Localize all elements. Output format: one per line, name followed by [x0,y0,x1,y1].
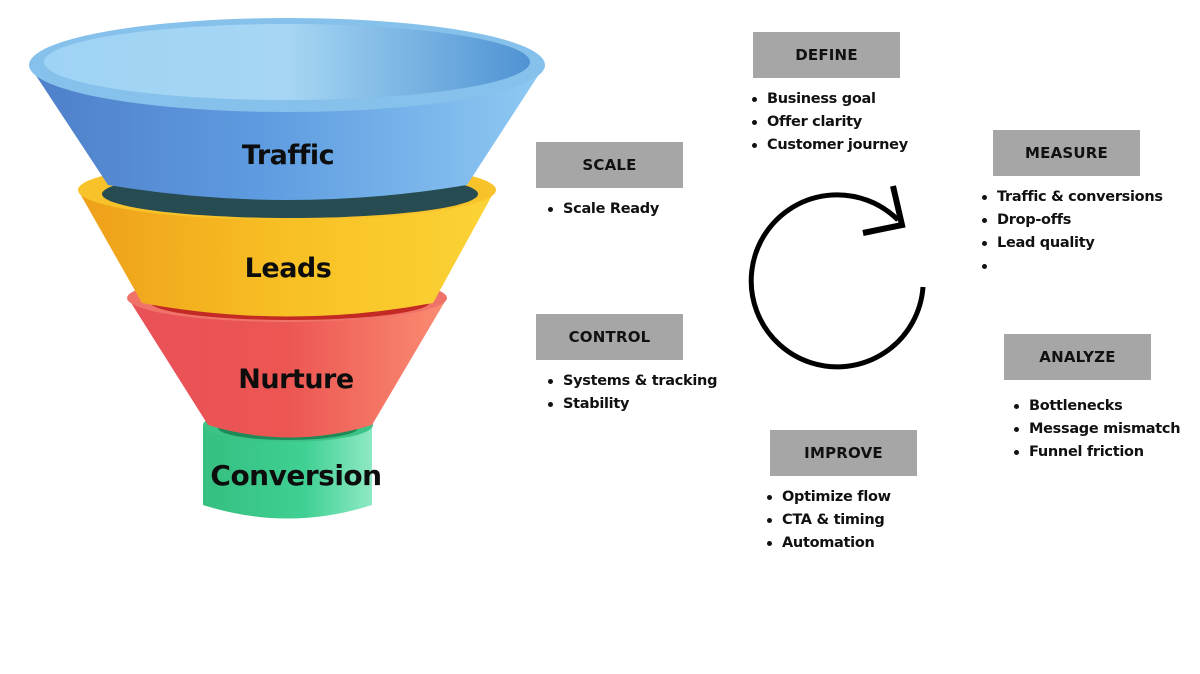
bullet-icon [982,195,987,200]
bullet-icon [982,241,987,246]
bullet-icon [767,541,772,546]
step-measure-title: MEASURE [993,130,1140,176]
list-item-text: Offer clarity [767,114,862,130]
list-item: Systems & tracking [536,370,717,393]
list-item-text: Traffic & conversions [997,189,1163,205]
list-item-text: Bottlenecks [1029,398,1123,414]
stage-label-nurture: Nurture [238,364,354,395]
step-improve-title: IMPROVE [770,430,917,476]
bullet-icon [548,402,553,407]
list-item-text: Lead quality [997,235,1095,251]
list-item-text: Scale Ready [563,201,659,217]
bullet-icon [752,97,757,102]
step-analyze: ANALYZE Bottlenecks Message mismatch Fun… [1002,334,1181,464]
list-item: Scale Ready [536,198,683,221]
list-item: Customer journey [740,134,908,157]
list-item-text: CTA & timing [782,512,885,528]
list-item: Funnel friction [1002,441,1180,464]
funnel-illustration [29,18,545,519]
step-define-list: Business goal Offer clarity Customer jou… [740,88,908,157]
list-item-text: Automation [782,535,875,551]
step-control-title: CONTROL [536,314,683,360]
step-improve-list: Optimize flow CTA & timing Automation [755,486,917,555]
list-item [970,255,1163,278]
stage-label-leads: Leads [244,253,332,284]
bullet-icon [767,518,772,523]
list-item: Offer clarity [740,111,908,134]
step-scale-title: SCALE [536,142,683,188]
bullet-icon [548,379,553,384]
list-item: Stability [536,393,717,416]
list-item-text: Message mismatch [1029,421,1181,437]
bullet-icon [982,264,987,269]
bullet-icon [1014,427,1019,432]
list-item: Business goal [740,88,908,111]
list-item: Message mismatch [1002,418,1181,441]
list-item-text: Systems & tracking [563,373,718,389]
circular-arrow-icon [748,185,926,370]
funnel-stage-traffic [29,18,545,200]
step-improve: IMPROVE Optimize flow CTA & timing Autom… [767,430,917,555]
list-item: Optimize flow [755,486,917,509]
bullet-icon [1014,404,1019,409]
step-analyze-list: Bottlenecks Message mismatch Funnel fric… [1002,395,1181,464]
bullet-icon [752,143,757,148]
stage-label-conversion: Conversion [210,459,382,492]
list-item-text: Drop-offs [997,212,1072,228]
stage-label-traffic: Traffic [241,140,335,171]
step-define: DEFINE Business goal Offer clarity Custo… [752,32,908,157]
step-measure: MEASURE Traffic & conversions Drop-offs … [982,130,1163,278]
list-item-text: Business goal [767,91,876,107]
step-control: CONTROL Systems & tracking Stability [536,314,717,416]
step-define-title: DEFINE [753,32,900,78]
step-scale: SCALE Scale Ready [536,142,683,221]
list-item: Bottlenecks [1002,395,1180,418]
list-item-text: Funnel friction [1029,444,1144,460]
list-item: Traffic & conversions [970,186,1163,209]
list-item: CTA & timing [755,509,917,532]
bullet-icon [548,207,553,212]
bullet-icon [1014,450,1019,455]
list-item-text: Customer journey [767,137,908,153]
list-item: Automation [755,532,917,555]
list-item-text: Stability [563,396,630,412]
step-measure-list: Traffic & conversions Drop-offs Lead qua… [970,186,1163,278]
step-control-list: Systems & tracking Stability [536,370,717,416]
list-item: Drop-offs [970,209,1163,232]
bullet-icon [752,120,757,125]
step-analyze-title: ANALYZE [1004,334,1151,380]
step-scale-list: Scale Ready [536,198,683,221]
list-item-text: Optimize flow [782,489,891,505]
bullet-icon [767,495,772,500]
list-item: Lead quality [970,232,1163,255]
bullet-icon [982,218,987,223]
